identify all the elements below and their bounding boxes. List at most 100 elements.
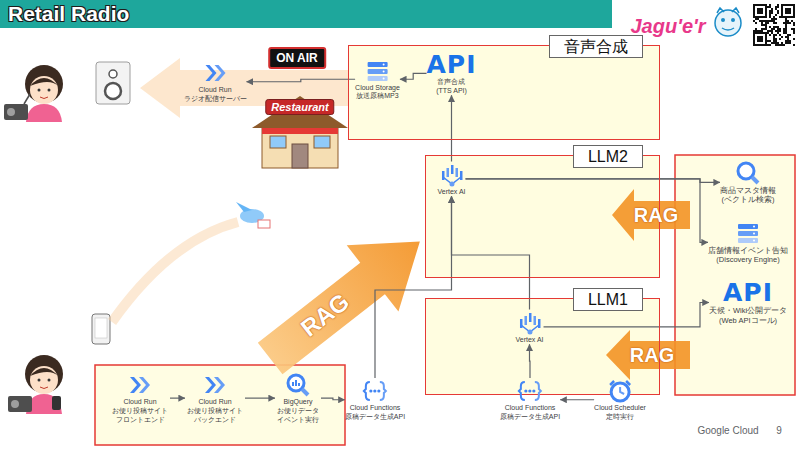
listener-figure: [30, 76, 58, 104]
qr-code: [765, 38, 767, 40]
qr-code: [753, 6, 755, 8]
service-caption: 定時実行: [594, 413, 646, 422]
qr-code: [767, 20, 769, 22]
service-name: Vertex AI: [515, 336, 543, 345]
qr-code: [771, 32, 773, 34]
qr-code: [755, 28, 757, 30]
fn-icon: [362, 378, 388, 404]
qr-code: [777, 30, 779, 32]
qr-code: [779, 28, 781, 30]
qr-code: [763, 28, 765, 30]
header-bar: [0, 0, 800, 50]
qr-code: [765, 24, 767, 26]
jaguar-logo: [717, 8, 739, 13]
qr-code: [757, 36, 759, 38]
page-number: 9: [776, 425, 782, 436]
qr-code: [759, 4, 761, 6]
run-icon: [214, 377, 225, 393]
qr-code: [787, 38, 789, 40]
qr-code: [765, 12, 767, 14]
listener-figure: [11, 400, 19, 408]
qr-code: [781, 12, 783, 14]
region-box: LLM1Vertex AI: [425, 298, 660, 395]
footer-brand: Google Cloud: [697, 425, 758, 436]
qr-code: [785, 4, 787, 6]
service-node: 店舗情報イベント告知(Discovery Engine): [708, 220, 788, 265]
bq-icon: [292, 382, 294, 386]
qr-code: [791, 20, 793, 22]
service-node: BigQueryお便りデータ イベント実行: [275, 372, 321, 424]
region-heading: 音声合成: [549, 35, 643, 58]
run-icon: [130, 377, 141, 393]
qr-code: [753, 32, 755, 34]
service-name: Cloud Functions: [345, 404, 405, 413]
qr-code: [753, 44, 755, 46]
qr-code: [773, 36, 775, 38]
qr-code: [753, 12, 755, 14]
qr-code: [759, 16, 761, 18]
qr-code: [785, 36, 787, 38]
qr-code: [755, 4, 757, 6]
qr-code: [761, 8, 763, 10]
region-heading: LLM2: [573, 145, 643, 168]
qr-code: [765, 32, 767, 34]
qr-code: [787, 20, 789, 22]
qr-code: [763, 16, 765, 18]
qr-code: [757, 12, 759, 14]
qr-code: [757, 16, 759, 18]
qr-code: [767, 32, 769, 34]
qr-code: [787, 10, 789, 12]
run-icon: [139, 377, 150, 393]
service-caption: (Discovery Engine): [708, 255, 788, 264]
region-heading: LLM1: [573, 288, 643, 311]
qr-code: [773, 38, 775, 40]
qr-code: [779, 16, 781, 18]
qr-code: [761, 28, 763, 30]
qr-code: [789, 10, 791, 12]
qr-code: [781, 6, 783, 8]
qr-code: [765, 8, 767, 10]
rag-label: RAG: [634, 204, 678, 227]
listener-figure: [48, 89, 51, 92]
qr-code: [777, 26, 779, 28]
qr-code: [773, 20, 775, 22]
flow-connector: [400, 73, 427, 79]
qr-code: [781, 10, 783, 12]
qr-code: [769, 44, 771, 46]
smartphone-icon: [92, 314, 110, 344]
qr-code: [777, 28, 779, 30]
restaurant-sign: Restaurant: [265, 99, 334, 115]
listener-figure: [30, 368, 58, 376]
region-outline: [675, 155, 795, 395]
service-node: Cloud Runラジオ配信サーバー: [184, 60, 247, 104]
qr-code: [765, 42, 767, 44]
slide-title: Retail Radio: [8, 2, 129, 26]
qr-code: [783, 22, 785, 24]
qr-code: [761, 40, 763, 42]
qr-code: [789, 8, 791, 10]
qr-code: [777, 12, 779, 14]
service-node: Cloud Scheduler定時実行: [594, 378, 646, 422]
qr-code: [755, 18, 757, 20]
qr-code: [793, 30, 795, 32]
listener-figure: [25, 355, 63, 393]
jaguar-logo: [721, 18, 725, 22]
qr-code: [767, 6, 769, 8]
qr-code: [777, 6, 779, 8]
run-icon: [214, 65, 225, 81]
qr-code: [791, 28, 793, 30]
bq-icon: [295, 380, 297, 386]
qr-code: [765, 28, 767, 30]
qr-code: [785, 32, 787, 34]
vertex-icon: [527, 329, 532, 334]
qr-code: [759, 32, 761, 34]
vertex-icon: [533, 316, 536, 325]
qr-code: [785, 28, 787, 30]
rag-label: RAG: [295, 288, 354, 343]
sched-icon: [620, 387, 624, 394]
service-caption: 音声合成: [427, 78, 477, 87]
service-node: Cloud Functions原稿データ生成API: [345, 378, 405, 422]
service-caption: (ベクトル検索): [720, 195, 776, 204]
